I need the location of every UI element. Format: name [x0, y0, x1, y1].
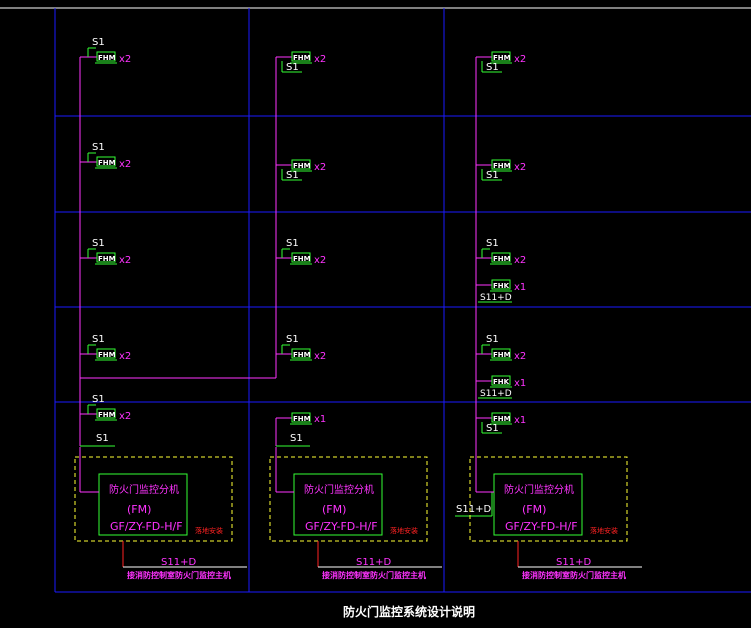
fhm-device-box: [291, 348, 311, 359]
fhm-device-label: FHM: [98, 54, 116, 62]
multiplier-label: x1: [514, 282, 526, 293]
fhm-device-box: [491, 279, 511, 290]
panel-model-number: GF/ZY-FD-H/F: [305, 520, 378, 533]
panel-model-code: (FM): [522, 503, 546, 516]
s1-label: S1: [486, 334, 499, 345]
fhm-device-label: FHM: [98, 411, 116, 419]
fhm-device-box: [491, 252, 511, 263]
s1-label: S1: [286, 62, 299, 73]
multiplier-label: x2: [514, 54, 526, 65]
s1-label: S1: [96, 433, 109, 444]
fhm-device-box: [96, 408, 116, 419]
panel-title-label: 防火门监控分机: [304, 483, 374, 496]
panel-dashed-enclosure: [74, 456, 233, 542]
multiplier-label: x2: [119, 351, 131, 362]
bus-label: S11+D: [356, 557, 391, 568]
fhm-device-label: FHM: [293, 162, 311, 170]
controller-box: [493, 473, 583, 536]
fhm-device-label: FHM: [493, 351, 511, 359]
s1-label: S1: [290, 433, 303, 444]
multiplier-label: x2: [119, 411, 131, 422]
multiplier-label: x2: [514, 255, 526, 266]
multiplier-label: x1: [314, 414, 326, 425]
s11d-label: S11+D: [480, 389, 512, 399]
s1-label: S1: [286, 238, 299, 249]
fhm-device-label: FHM: [493, 54, 511, 62]
fhm-device-box: [291, 159, 311, 170]
bus-caption: 接消防控制室防火门监控主机: [522, 570, 626, 580]
panel-title-label: 防火门监控分机: [109, 483, 179, 496]
fhm-device-box: [96, 252, 116, 263]
s1-label: S1: [486, 238, 499, 249]
fhm-device-label: FHM: [98, 351, 116, 359]
fhm-device-box: [491, 51, 511, 62]
panel-model-code: (FM): [127, 503, 151, 516]
s1-label: S1: [92, 37, 105, 48]
fhm-device-label: FHM: [493, 255, 511, 263]
controller-box: [98, 473, 188, 536]
fhm-device-label: FHM: [293, 255, 311, 263]
fhm-device-label: FHM: [493, 415, 511, 423]
fhm-device-label: FHM: [493, 162, 511, 170]
fhm-device-box: [96, 156, 116, 167]
bus-label: S11+D: [556, 557, 591, 568]
fhm-device-box: [291, 412, 311, 423]
s1-label: S1: [92, 334, 105, 345]
s1-label: S1: [486, 62, 499, 73]
panel-install-tag: 落地安装: [390, 526, 418, 535]
s11d-label: S11+D: [480, 293, 512, 303]
fhm-device-label: FHM: [293, 351, 311, 359]
bus-label: S11+D: [161, 557, 196, 568]
fhm-device-box: [96, 348, 116, 359]
fhm-device-label: FHM: [98, 159, 116, 167]
s1-label: S1: [486, 423, 499, 434]
controller-box: [293, 473, 383, 536]
fhm-device-label: FHM: [293, 415, 311, 423]
s1-label: S1: [92, 142, 105, 153]
fhm-device-label: FHK: [493, 378, 510, 386]
panel-title-label: 防火门监控分机: [504, 483, 574, 496]
fhm-device-box: [96, 51, 116, 62]
multiplier-label: x2: [314, 162, 326, 173]
s1-label: S1: [286, 334, 299, 345]
fhm-device-box: [291, 51, 311, 62]
s1-label: S1: [286, 170, 299, 181]
multiplier-label: x2: [314, 255, 326, 266]
multiplier-label: x1: [514, 378, 526, 389]
bus-caption: 接消防控制室防火门监控主机: [322, 570, 426, 580]
fhm-device-box: [491, 348, 511, 359]
fhm-device-box: [491, 412, 511, 423]
fhm-device-label: FHM: [293, 54, 311, 62]
multiplier-label: x2: [119, 54, 131, 65]
panel-model-number: GF/ZY-FD-H/F: [110, 520, 183, 533]
bus-caption: 接消防控制室防火门监控主机: [127, 570, 231, 580]
fhm-device-label: FHM: [98, 255, 116, 263]
multiplier-label: x2: [119, 159, 131, 170]
fhm-device-label: FHK: [493, 282, 510, 290]
panel-model-number: GF/ZY-FD-H/F: [505, 520, 578, 533]
page-caption: 防火门监控系统设计说明: [343, 604, 475, 619]
s11d-label: S11+D: [456, 504, 491, 515]
multiplier-label: x2: [119, 255, 131, 266]
fhm-device-box: [491, 159, 511, 170]
s1-label: S1: [92, 238, 105, 249]
s1-label: S1: [92, 394, 105, 405]
panel-model-code: (FM): [322, 503, 346, 516]
multiplier-label: x2: [514, 162, 526, 173]
panel-dashed-enclosure: [269, 456, 428, 542]
panel-dashed-enclosure: [469, 456, 628, 542]
multiplier-label: x2: [314, 54, 326, 65]
multiplier-label: x1: [514, 415, 526, 426]
fhm-device-box: [491, 375, 511, 386]
s1-label: S1: [486, 170, 499, 181]
panel-install-tag: 落地安装: [195, 526, 223, 535]
multiplier-label: x2: [514, 351, 526, 362]
panel-install-tag: 落地安装: [590, 526, 618, 535]
multiplier-label: x2: [314, 351, 326, 362]
fhm-device-box: [291, 252, 311, 263]
